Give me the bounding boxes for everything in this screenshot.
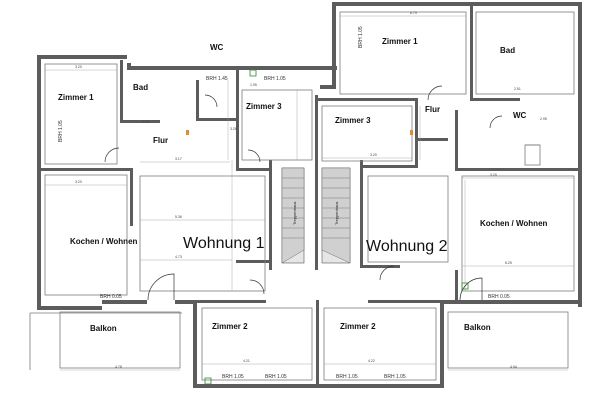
- room-w1-bad: Bad: [133, 83, 148, 92]
- dim-14: 2.51: [514, 87, 521, 91]
- room-w1-kochen: Kochen / Wohnen: [70, 237, 138, 246]
- room-w1-balkon: Balkon: [90, 324, 117, 333]
- dim-9: 4.21: [243, 359, 250, 363]
- stair-label-right: Treppenhaus: [334, 202, 339, 225]
- dim-1: 3.20: [75, 65, 82, 69]
- marker: [186, 130, 189, 135]
- brh-f: BRH 1.05: [265, 374, 287, 380]
- room-labels: Zimmer 1 Bad WC Zimmer 3 Flur Kochen / W…: [58, 37, 548, 333]
- stair-left: [281, 167, 305, 264]
- dim-15: 3.26: [230, 127, 237, 131]
- room-w2-balkon: Balkon: [464, 323, 491, 332]
- room-w2-zimmer1: Zimmer 1: [382, 37, 418, 46]
- dim-10: 4.22: [368, 359, 375, 363]
- dim-3: 3.17: [175, 157, 182, 161]
- room-w2-zimmer2: Zimmer 2: [340, 322, 376, 331]
- room-w1-flur: Flur: [153, 136, 168, 145]
- brh-j: BRH 1.05: [58, 120, 64, 142]
- dimension-labels: 3.20 2.78 3.17 5.36 3.20 4.73 3.20 6.75 …: [75, 11, 547, 369]
- room-w1-zimmer1: Zimmer 1: [58, 93, 94, 102]
- brh-i: BRH 1.05: [358, 26, 364, 48]
- dim-5: 3.20: [75, 180, 82, 184]
- dimension-lines: [45, 15, 574, 371]
- brh-labels: BRH 1.45 BRH 1.05 BRH 0.05 BRH 0.05 BRH …: [58, 26, 510, 380]
- unit-label-2: Wohnung 2: [366, 238, 448, 255]
- room-w1-zimmer2: Zimmer 2: [212, 322, 248, 331]
- marker: [410, 130, 413, 135]
- room-w2-zimmer3: Zimmer 3: [335, 116, 371, 125]
- dim-12: 4.78: [115, 365, 122, 369]
- dim-4: 5.36: [175, 215, 182, 219]
- interior-lines: [29, 11, 575, 381]
- room-w2-wc: WC: [513, 111, 527, 120]
- stairs: Treppenhaus Treppenhaus: [281, 167, 351, 264]
- dim-8: 6.75: [410, 11, 417, 15]
- room-w2-bad: Bad: [500, 46, 515, 55]
- brh-b: BRH 1.05: [264, 76, 286, 82]
- window-markers: [204, 69, 469, 385]
- walls: [37, 2, 582, 388]
- unit-label-1: Wohnung 1: [183, 235, 265, 252]
- brh-g: BRH 1.05: [336, 374, 358, 380]
- brh-h: BRH 1.05: [384, 374, 406, 380]
- stair-label-left: Treppenhaus: [292, 202, 297, 225]
- room-w1-zimmer3: Zimmer 3: [246, 102, 282, 111]
- room-w2-kochen: Kochen / Wohnen: [480, 219, 548, 228]
- stair-right: [321, 167, 351, 264]
- dim-13: 2.95: [540, 117, 547, 121]
- dim-11: 3.20: [490, 173, 497, 177]
- dim-16: 6.25: [505, 261, 512, 265]
- brh-a: BRH 1.45: [206, 76, 228, 82]
- dim-17: 4.94: [510, 365, 517, 369]
- dim-6: 4.73: [175, 255, 182, 259]
- brh-c: BRH 0.05: [100, 294, 122, 300]
- dim-7: 3.20: [370, 153, 377, 157]
- room-w2-flur: Flur: [425, 105, 440, 114]
- room-w1-wc: WC: [210, 43, 224, 52]
- brh-e: BRH 1.05: [222, 374, 244, 380]
- brh-d: BRH 0.05: [488, 294, 510, 300]
- dim-18: 1.05: [250, 83, 257, 87]
- dim-2: 2.78: [142, 120, 149, 124]
